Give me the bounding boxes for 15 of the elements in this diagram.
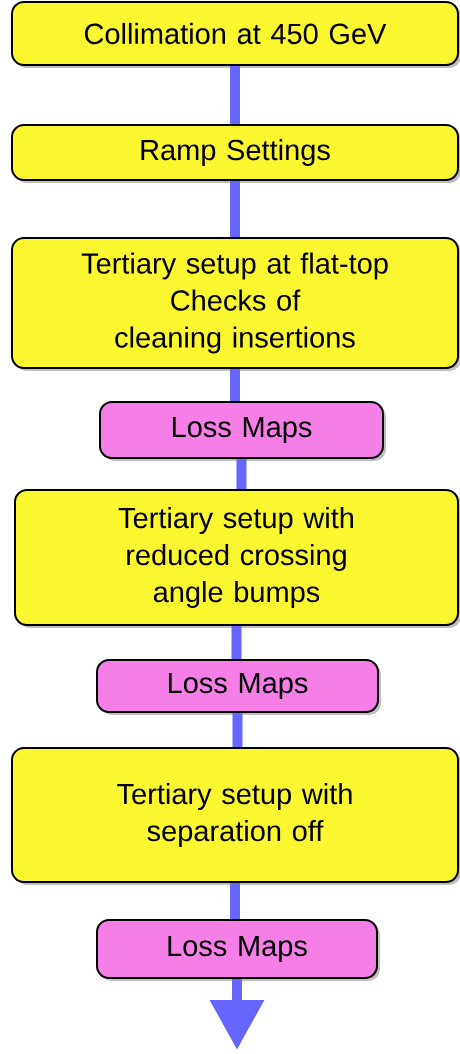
loss-maps-box: Loss Maps <box>96 919 380 981</box>
step-box: Tertiary setup with separation off <box>11 747 460 885</box>
connector-line <box>232 713 243 747</box>
connector-line <box>236 459 247 489</box>
loss-maps-box: Loss Maps <box>99 401 386 461</box>
step-box: Collimation at 450 GeV <box>11 1 460 68</box>
connector-line <box>230 181 240 237</box>
connector-line <box>230 66 240 124</box>
loss-maps-box: Loss Maps <box>96 659 381 715</box>
step-box: Ramp Settings <box>11 124 460 183</box>
connector-line <box>231 626 242 659</box>
connector-line <box>230 883 240 919</box>
step-box: Tertiary setup with reduced crossing angle bumps <box>14 489 460 628</box>
step-box: Tertiary setup at flat-top Checks of cleaning insertions <box>11 237 460 371</box>
connector-line <box>230 369 240 401</box>
